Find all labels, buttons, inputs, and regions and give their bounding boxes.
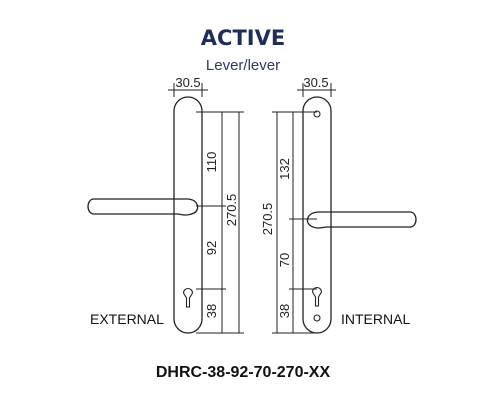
- external-middle-dim: 92: [204, 241, 219, 255]
- internal-middle-dim: 70: [277, 253, 292, 267]
- internal-lever: [306, 211, 417, 229]
- internal-backplate: [302, 96, 332, 334]
- internal-total-dim: 270.5: [260, 203, 275, 236]
- internal-screw-top: [313, 110, 321, 118]
- internal-screw-bottom: [313, 314, 321, 322]
- internal-upper-dim: 132: [277, 158, 292, 180]
- external-handle: [87, 83, 244, 334]
- external-total-dim: 270.5: [224, 194, 239, 227]
- subtitle: Lever/lever: [205, 57, 281, 74]
- external-label: EXTERNAL: [90, 311, 164, 327]
- internal-label: INTERNAL: [341, 311, 411, 327]
- internal-handle: [272, 83, 417, 334]
- internal-cylinder-cutout: [311, 286, 323, 307]
- internal-lower-dim: 38: [277, 304, 292, 318]
- external-cylinder-cutout: [182, 287, 194, 308]
- external-upper-dim: 110: [204, 152, 219, 173]
- internal-width-dim: 30.5: [303, 75, 328, 90]
- external-width-dim: 30.5: [175, 75, 200, 90]
- external-lever: [87, 198, 199, 216]
- external-lower-dim: 38: [204, 304, 219, 318]
- external-backplate: [173, 96, 203, 334]
- title: ACTIVE: [200, 26, 286, 50]
- product-code: DHRC-38-92-70-270-XX: [155, 364, 331, 381]
